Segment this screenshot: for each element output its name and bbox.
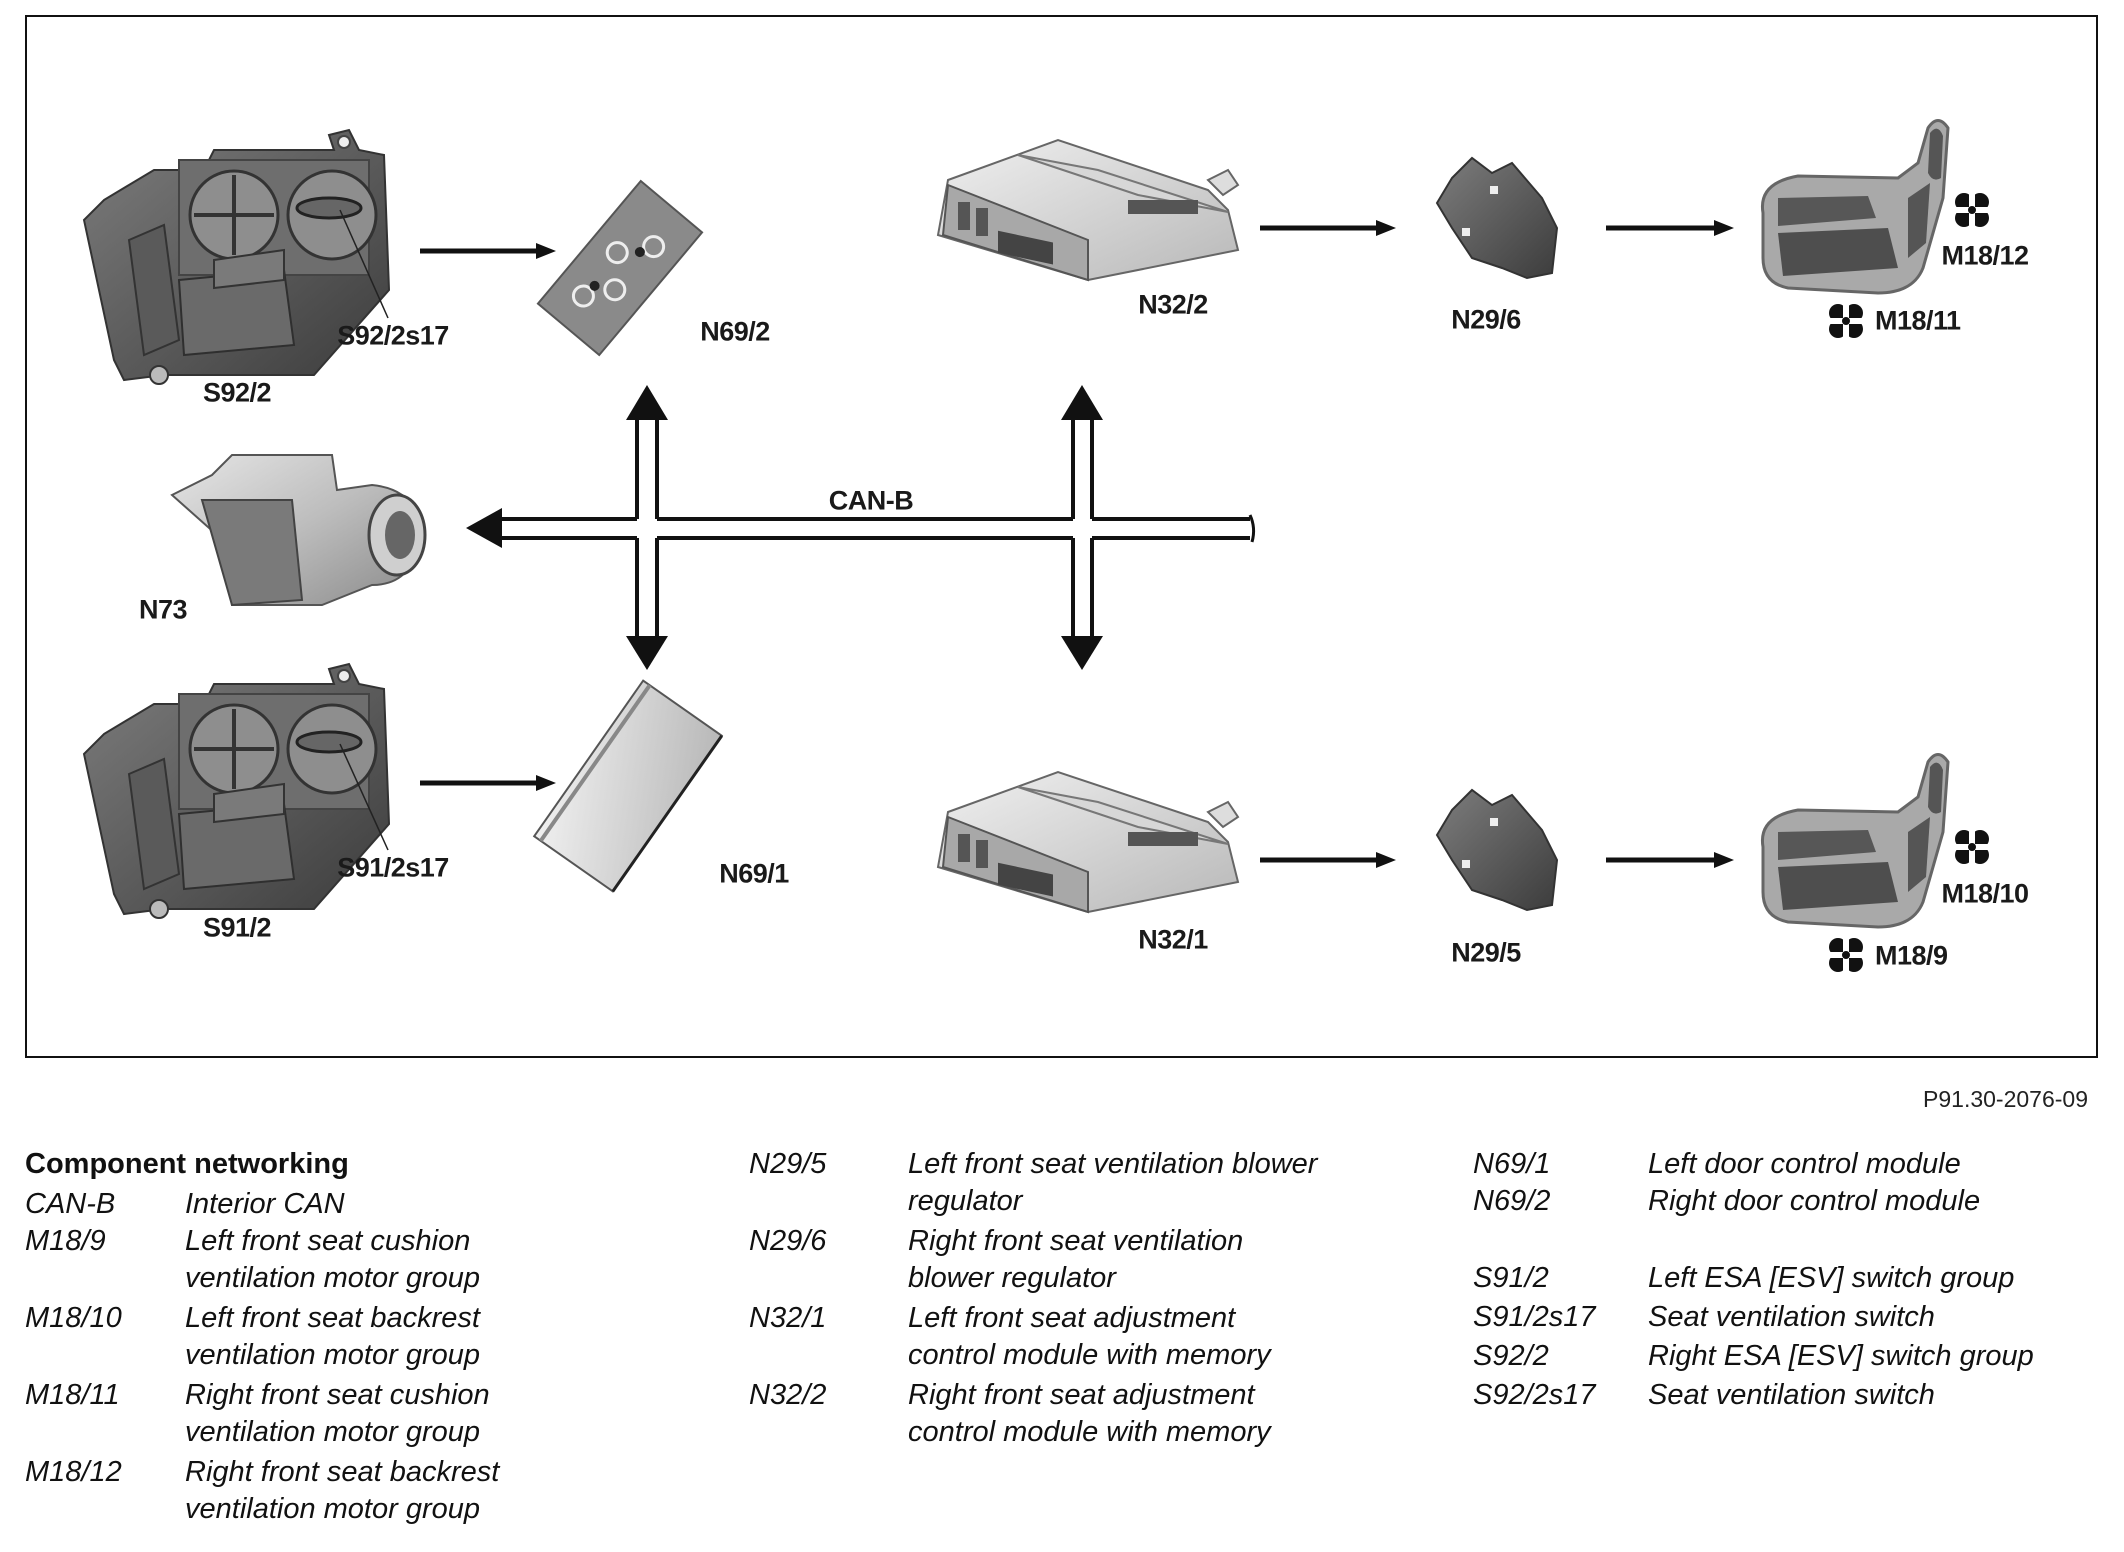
legend-code: S91/2 [1473,1262,1549,1294]
legend-description: Right front seat cushion [185,1379,490,1411]
can-b-bus [466,508,1256,548]
legend-code: N32/1 [749,1302,827,1334]
legend-description: control module with memory [908,1416,1271,1448]
legend-description: Seat ventilation switch [1648,1301,1935,1333]
label-s92-2: S92/2 [202,377,272,408]
legend-code: N69/1 [1473,1148,1551,1180]
legend-code: N69/2 [1473,1185,1551,1217]
label-n29-5: N29/5 [1451,937,1521,968]
legend-description: Right front seat backrest [185,1456,500,1488]
label-m18-12: M18/12 [1941,240,2029,271]
legend-description: ventilation motor group [185,1339,480,1371]
label-n32-1: N32/1 [1138,924,1208,955]
legend-description: Left front seat cushion [185,1225,471,1257]
legend-description: Right front seat adjustment [908,1379,1255,1411]
legend-description: regulator [908,1185,1023,1217]
legend-code: CAN-B [25,1188,116,1220]
fan-icon [1955,193,1989,227]
arrow-right-icon [420,775,556,791]
legend-code: M18/9 [25,1225,106,1257]
label-s91-2s17: S91/2s17 [337,852,449,883]
legend-description: Left front seat backrest [185,1302,480,1334]
fan-icon [1955,830,1989,864]
door-module-n69-2 [536,179,704,357]
seat-module-n32-2 [937,139,1239,281]
legend-description: Right ESA [ESV] switch group [1648,1340,2034,1372]
label-s92-2s17: S92/2s17 [337,320,449,351]
legend-description: control module with memory [908,1339,1271,1371]
legend-description: Right door control module [1648,1185,1981,1217]
legend-code: S91/2s17 [1473,1301,1596,1333]
legend-code: N29/5 [749,1148,827,1180]
legend-code: N29/6 [749,1225,827,1257]
label-m18-11: M18/11 [1875,305,1961,336]
arrow-left-icon [466,508,502,548]
legend-code: N32/2 [749,1379,827,1411]
legend-title: Component networking [25,1148,349,1180]
legend-code: M18/12 [25,1456,122,1488]
fan-icon [1829,304,1863,338]
legend-description: ventilation motor group [185,1262,480,1294]
label-can-b: CAN-B [828,485,914,516]
legend-code: S92/2s17 [1473,1379,1596,1411]
label-n69-1: N69/1 [719,858,789,889]
legend-description: blower regulator [908,1262,1116,1294]
arrow-right-icon [1260,220,1396,236]
arrow-right-icon [1606,220,1734,236]
pointer-line-s91-2s17 [339,743,389,851]
label-m18-9: M18/9 [1875,940,1948,971]
arrow-right-icon [420,243,556,259]
legend-description: ventilation motor group [185,1493,480,1525]
legend-description: Seat ventilation switch [1648,1379,1935,1411]
label-n69-2: N69/2 [700,316,770,347]
ignition-switch-n73 [170,454,427,607]
blower-regulator-n29-5 [1436,789,1558,911]
legend-description: Left ESA [ESV] switch group [1648,1262,2015,1294]
seat-right [1760,119,1950,295]
fan-icon [1829,938,1863,972]
label-n32-2: N32/2 [1138,289,1208,320]
legend-description: Left front seat ventilation blower [908,1148,1318,1180]
seat-module-n32-1 [937,771,1239,913]
seat-left [1760,753,1950,929]
blower-regulator-n29-6 [1436,157,1558,279]
arrow-right-icon [1260,852,1396,868]
label-n73: N73 [138,594,188,625]
legend-description: Right front seat ventilation [908,1225,1244,1257]
pointer-line-s92-2s17 [339,209,389,319]
legend-description: Interior CAN [185,1188,345,1220]
legend-code: S92/2 [1473,1340,1549,1372]
label-n29-6: N29/6 [1451,304,1521,335]
door-module-n69-1 [532,679,724,893]
diagram-frame [25,15,2098,1058]
legend-code: M18/11 [25,1379,120,1411]
label-m18-10: M18/10 [1941,878,2029,909]
double-arrow-icon [626,385,668,670]
network-diagram [82,119,1989,972]
legend-description: Left door control module [1648,1148,1961,1180]
label-s91-2: S91/2 [202,912,272,943]
legend-description: ventilation motor group [185,1416,480,1448]
legend-code: M18/10 [25,1302,122,1334]
double-arrow-icon [1061,385,1103,670]
arrow-right-icon [1606,852,1734,868]
legend-description: Left front seat adjustment [908,1302,1236,1334]
figure-id: P91.30-2076-09 [1923,1086,2088,1112]
